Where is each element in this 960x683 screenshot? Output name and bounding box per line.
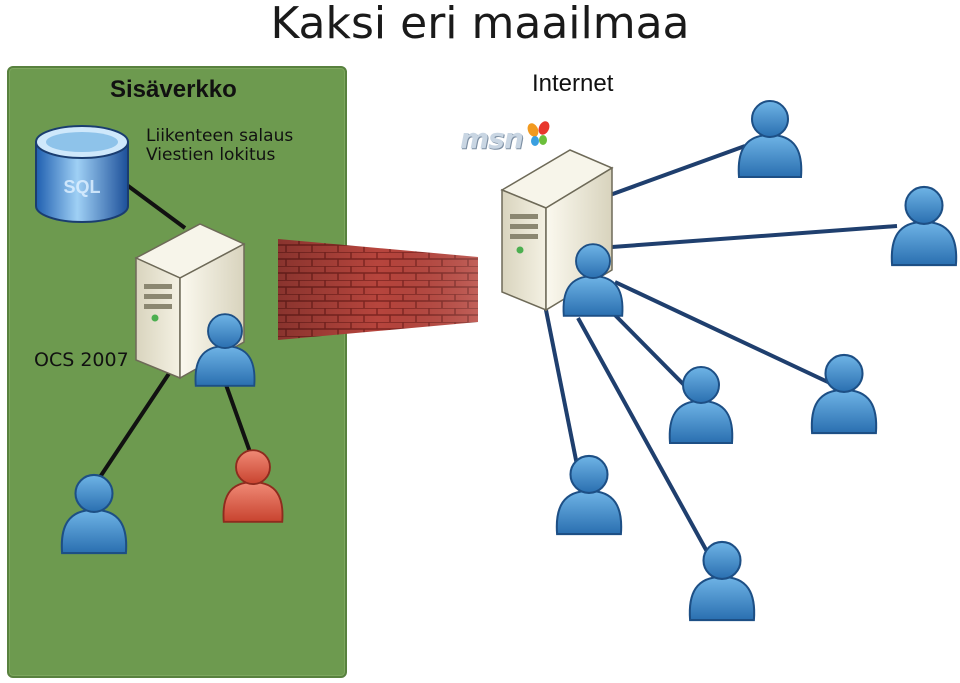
guest-user-icon — [222, 449, 284, 523]
link-user-3 — [614, 280, 831, 385]
firewall-icon — [278, 239, 478, 340]
encryption-feature-label: Liikenteen salaus — [146, 126, 294, 146]
msn-logo: msn — [460, 122, 524, 155]
internet-user-icon-2 — [890, 185, 958, 267]
database-label: SQL — [63, 177, 100, 197]
msn-butterfly-icon — [527, 121, 550, 146]
internet-user-icon-5 — [555, 454, 623, 536]
link-user-1 — [609, 144, 746, 197]
link-user-5 — [543, 304, 580, 471]
database-icon — [35, 125, 129, 223]
internet-connections — [543, 144, 898, 558]
server-name-label: OCS 2007 — [34, 349, 129, 371]
internal-user-icon — [60, 473, 128, 555]
internal-network-label: Sisäverkko — [110, 76, 237, 103]
link-user-6 — [576, 317, 712, 558]
diagram-title: Kaksi eri maailmaa — [270, 0, 690, 49]
internet-label: Internet — [532, 70, 614, 97]
link-user-2 — [611, 224, 898, 249]
internet-user-icon-1 — [737, 99, 803, 179]
internet-user-icon-3 — [810, 353, 878, 435]
db-to-server-link — [118, 178, 187, 230]
server-to-guest-link — [223, 381, 252, 453]
logging-feature-label: Viestien lokitus — [146, 145, 276, 165]
link-user-4 — [610, 310, 695, 396]
internet-user-icon-6 — [688, 540, 756, 622]
server-to-user-link — [96, 370, 172, 482]
server-features-note: Liikenteen salaus Viestien lokitus — [146, 127, 293, 165]
internal-connections — [96, 178, 252, 482]
